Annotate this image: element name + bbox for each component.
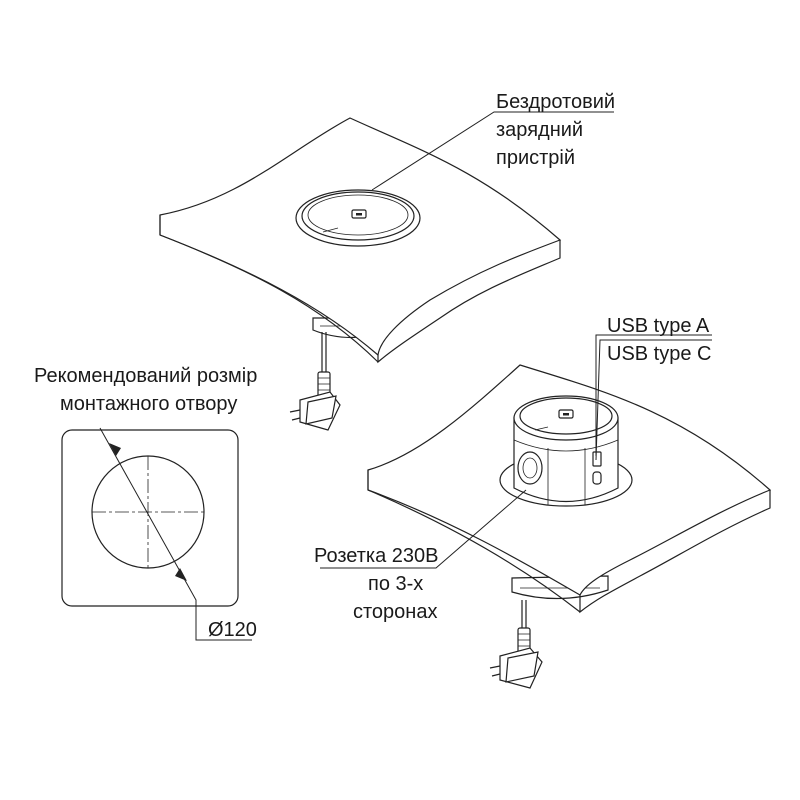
usb-c-label: USB type C bbox=[607, 343, 711, 365]
diameter-label: Ø120 bbox=[208, 619, 257, 641]
hole-label-line2: монтажного отвору bbox=[60, 393, 237, 415]
wireless-charger-label-line2: зарядний bbox=[496, 119, 583, 141]
socket-label-line2: по 3-х bbox=[368, 573, 423, 595]
labels: Бездротовий зарядний пристрій USB type A… bbox=[34, 91, 711, 641]
wireless-charger-label-line1: Бездротовий bbox=[496, 91, 615, 113]
socket-label-line1: Розетка 230В bbox=[314, 545, 439, 567]
mounting-hole-detail bbox=[61, 427, 252, 641]
hole-label-line1: Рекомендований розмір bbox=[34, 365, 257, 387]
socket-label-line3: сторонах bbox=[353, 601, 437, 623]
usb-c-port bbox=[592, 471, 602, 485]
popup-socket-tower bbox=[513, 417, 619, 502]
bottom-tabletop-illustration bbox=[367, 364, 772, 689]
power-socket-230v bbox=[517, 451, 543, 485]
usb-a-port bbox=[592, 451, 602, 467]
leader-lines bbox=[320, 111, 712, 569]
usb-a-label: USB type A bbox=[607, 315, 710, 337]
wireless-charger-label-line3: пристрій bbox=[496, 147, 575, 169]
top-tabletop-illustration bbox=[159, 117, 562, 431]
